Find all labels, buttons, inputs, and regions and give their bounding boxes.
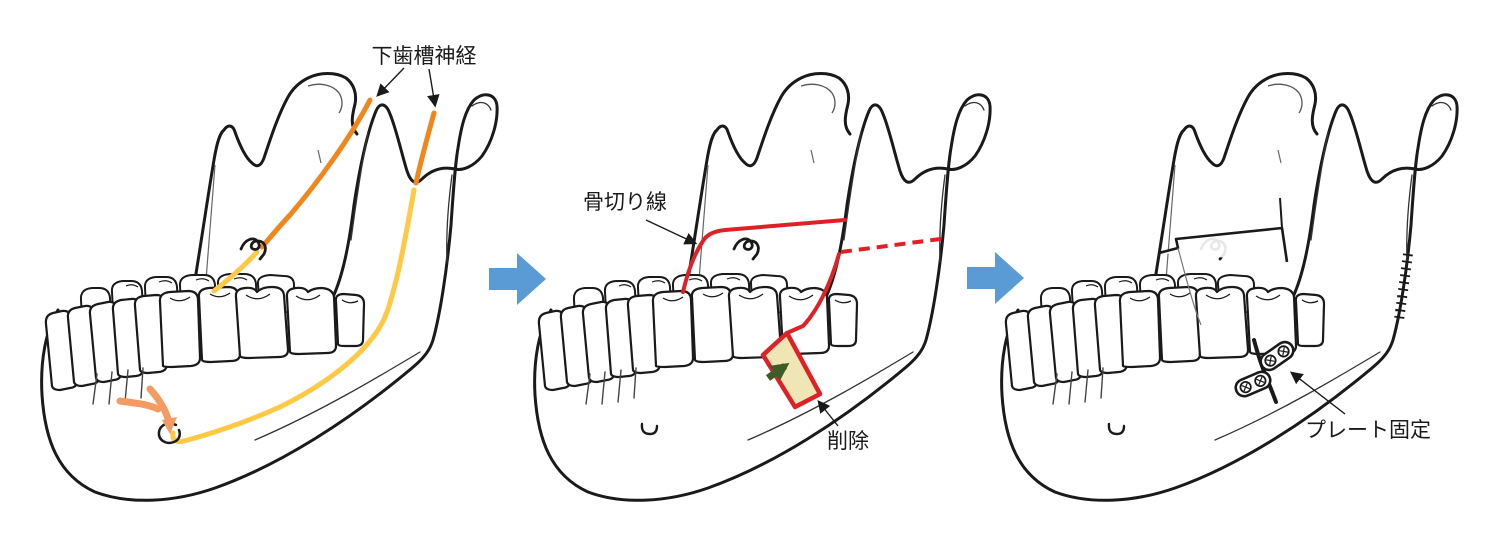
flow-arrow-icon	[967, 252, 1024, 304]
removal-label: 削除	[827, 430, 869, 453]
plate-label-arrow	[1290, 371, 1346, 415]
far-nerve-yellow	[211, 249, 260, 294]
plate-fixation-label: プレート固定	[1305, 419, 1431, 442]
panel-osteotomy: 骨切り線 削除	[533, 72, 992, 502]
osteotomy-line-solid-right	[785, 252, 841, 335]
cut-line-label-arrow	[645, 219, 698, 245]
panel-nerve-anatomy: 下歯槽神経	[40, 45, 499, 502]
osteotomy-line-solid-left	[681, 218, 847, 294]
panel-plate-fixation: プレート固定	[1000, 72, 1459, 502]
nerve-label: 下歯槽神経	[372, 45, 477, 68]
near-nerve-orange	[413, 110, 437, 186]
nerve-label-arrow-right	[427, 68, 440, 108]
near-nerve-yellow	[170, 187, 417, 445]
overlapped-segment-edge	[1158, 197, 1289, 326]
removal-region	[760, 330, 823, 410]
nerve-exit-arrow	[116, 385, 177, 434]
nerve-label-arrow-left	[376, 67, 405, 97]
far-nerve-orange	[259, 97, 373, 250]
cut-line-label: 骨切り線	[583, 191, 667, 214]
flow-arrow-icon	[489, 253, 546, 305]
removal-label-arrow	[817, 400, 839, 427]
removal-direction-arrow	[765, 362, 790, 381]
